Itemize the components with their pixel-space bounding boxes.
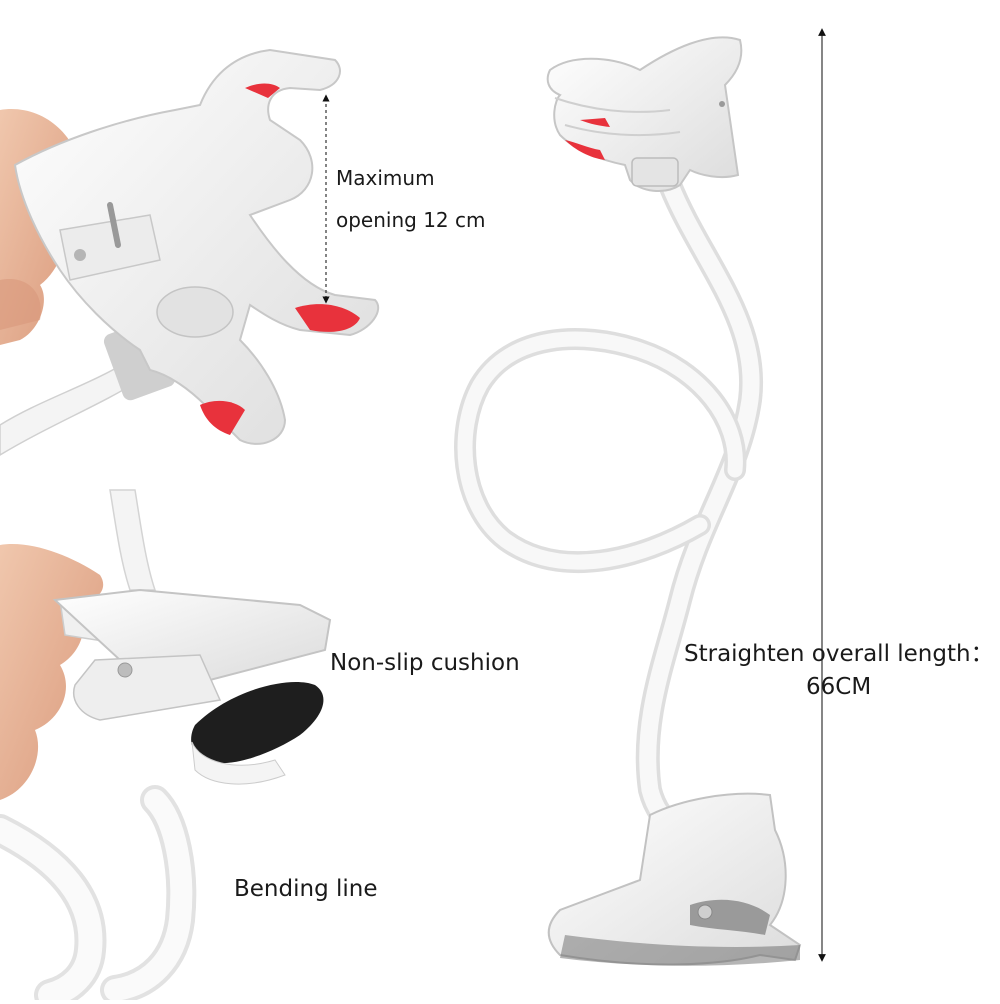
red-pad <box>580 118 610 127</box>
red-pad <box>200 400 245 435</box>
overall-length-label-line1: Straighten overall length： <box>684 641 994 667</box>
non-slip-cushion <box>191 681 324 764</box>
clamp-closeup <box>0 48 380 456</box>
clip-closeup <box>0 489 332 800</box>
red-pad <box>295 304 360 332</box>
bending-line-closeup <box>0 785 197 1004</box>
red-pad <box>565 140 605 160</box>
overall-length-label-line2: 66CM <box>806 674 872 700</box>
red-pad <box>245 83 280 98</box>
full-holder <box>454 36 802 966</box>
clamp-holder <box>13 48 380 445</box>
bending-line-label: Bending line <box>234 876 378 902</box>
max-opening-label-line1: Maximum <box>336 166 435 190</box>
non-slip-cushion-label: Non-slip cushion <box>330 650 520 676</box>
gooseneck-arm <box>635 173 764 842</box>
max-opening-label-line2: opening 12 cm <box>336 208 486 232</box>
